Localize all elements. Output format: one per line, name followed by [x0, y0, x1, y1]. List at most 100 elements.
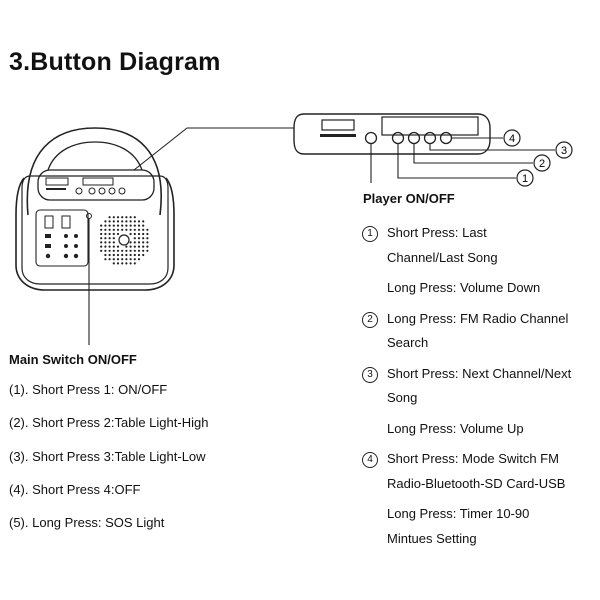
grille-dot — [125, 249, 128, 252]
grille-dot — [104, 220, 107, 223]
player-item: 1 Short Press: Last Channel/Last Song Lo… — [362, 221, 598, 301]
main-switch-item: (2). Short Press 2:Table Light-High — [9, 415, 209, 431]
grille-dot — [121, 249, 124, 252]
player-item-line: Search — [387, 335, 429, 350]
grille-dot — [112, 241, 115, 244]
grille-dot — [100, 237, 103, 240]
callout-1-label: 1 — [522, 173, 528, 185]
callout-4: 4 — [503, 129, 521, 147]
player-item-line: Short Press: Mode Switch FM — [387, 451, 559, 466]
grille-dot — [142, 237, 145, 240]
grille-dot — [108, 245, 111, 248]
grille-dot — [121, 224, 124, 227]
grille-dot — [121, 262, 124, 265]
grille-dot — [104, 228, 107, 231]
grille-dot — [104, 237, 107, 240]
grille-dot — [146, 241, 149, 244]
grille-dot — [129, 224, 132, 227]
grille-dot — [125, 253, 128, 257]
grille-dot — [133, 216, 136, 219]
callout-2-label: 2 — [539, 158, 545, 170]
grille-dot — [112, 249, 115, 252]
grille-dot — [125, 258, 128, 261]
grille-dot — [133, 220, 136, 223]
grille-dot — [104, 241, 107, 244]
grille-dot — [142, 228, 145, 231]
grille-dot — [108, 220, 111, 223]
grille-dot — [100, 241, 103, 244]
grille-dot — [137, 228, 141, 231]
grille-dot — [100, 232, 103, 236]
grille-dot — [108, 224, 111, 227]
grille-dot — [129, 241, 132, 244]
grille-dot — [121, 258, 124, 261]
grille-dot — [137, 232, 141, 236]
player-item-line: Song — [387, 390, 418, 405]
player-item-line: Long Press: Volume Up — [387, 420, 524, 436]
grille-dot — [104, 249, 107, 252]
player-item-number: 3 — [362, 366, 378, 383]
main-switch-item: (5). Long Press: SOS Light — [9, 515, 165, 531]
player-button-list: 1 Short Press: Last Channel/Last Song Lo… — [362, 221, 598, 557]
grille-dot — [104, 245, 107, 248]
grille-dot — [133, 237, 136, 240]
callout-3-label: 3 — [561, 145, 567, 157]
grille-dot — [108, 216, 111, 219]
grille-dot — [125, 216, 128, 219]
player-item-number: 2 — [362, 311, 378, 328]
grille-dot — [108, 228, 111, 231]
grille-dot — [129, 232, 132, 236]
speaker-grille — [100, 216, 149, 265]
grille-dot — [142, 224, 145, 227]
grille-dot — [129, 258, 132, 261]
grille-dot — [133, 262, 136, 265]
grille-dot — [116, 258, 120, 261]
grille-dot — [112, 232, 115, 236]
main-switch-item: (3). Short Press 3:Table Light-Low — [9, 448, 206, 464]
grille-dot — [121, 220, 124, 223]
grille-dot — [100, 249, 103, 252]
grille-center — [118, 234, 130, 246]
grille-dot — [142, 253, 145, 257]
main-switch-list: (1). Short Press 1: ON/OFF (2). Short Pr… — [9, 380, 289, 546]
grille-dot — [125, 262, 128, 265]
grille-dot — [112, 245, 115, 248]
grille-dot — [116, 249, 120, 252]
grille-dot — [116, 262, 120, 265]
grille-dot — [108, 241, 111, 244]
grille-dot — [100, 224, 103, 227]
grille-dot — [133, 253, 136, 257]
player-item: 2 Long Press: FM Radio Channel Search — [362, 307, 598, 356]
grille-dot — [129, 216, 132, 219]
callout-1: 1 — [516, 169, 534, 187]
grille-dot — [104, 253, 107, 257]
grille-dot — [112, 224, 115, 227]
grille-dot — [133, 245, 136, 248]
grille-dot — [137, 224, 141, 227]
grille-dot — [146, 249, 149, 252]
player-panel-zoom — [293, 113, 491, 155]
player-item-line: Long Press: Volume Down — [387, 280, 541, 295]
grille-dot — [108, 258, 111, 261]
grille-dot — [116, 216, 120, 219]
grille-dot — [112, 220, 115, 223]
grille-dot — [116, 245, 120, 248]
callout-2: 2 — [533, 154, 551, 172]
grille-dot — [137, 220, 141, 223]
grille-dot — [121, 228, 124, 231]
grille-dot — [137, 237, 141, 240]
grille-dot — [125, 228, 128, 231]
player-item-line: Mintues Setting — [387, 530, 477, 546]
player-item-number: 1 — [362, 226, 378, 242]
grille-dot — [112, 253, 115, 257]
grille-dot — [121, 216, 124, 219]
grille-dot — [108, 249, 111, 252]
grille-dot — [125, 220, 128, 223]
grille-dot — [146, 245, 149, 248]
page-title: 3.Button Diagram — [9, 48, 221, 76]
grille-dot — [112, 258, 115, 261]
callout-3: 3 — [555, 141, 573, 159]
player-item-number: 4 — [362, 452, 378, 468]
grille-dot — [133, 228, 136, 231]
